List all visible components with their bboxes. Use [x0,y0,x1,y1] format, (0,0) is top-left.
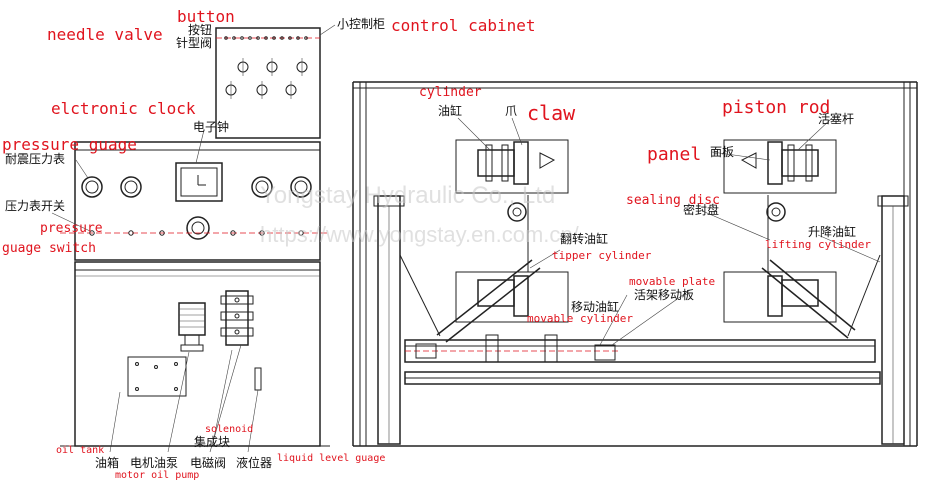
label-liquid-level-gauge: liquid level guage [277,453,385,464]
label-movable-cylinder: movable cylinder [527,312,633,325]
left-claw-cylinder [455,139,569,194]
cn-label-sealing-disc: 密封盘 [683,202,719,217]
press-frame-drawing [352,81,918,447]
cn-label-piston-rod: 活塞杆 [818,111,854,126]
cn-label-solenoid-valve: 电磁阀 [190,455,226,470]
lifting-cylinder-right [877,195,909,445]
liquid-level-gauge [254,367,262,391]
label-movable-plate: movable plate [629,275,715,288]
label-button: button [177,7,235,26]
cn-label-lifting-cylinder: 升降油缸 [808,224,856,239]
label-piston-rod: piston rod [722,97,830,118]
label-sealing-disc: sealing disc [626,193,720,208]
label-control-cabinet: control cabinet [391,16,536,35]
cn-label-control-cabinet: 小控制柜 [337,17,385,31]
cn-label-oil-tank: 油箱 [95,455,119,470]
cn-label-electronic-clock: 电子钟 [193,119,229,134]
label-solenoid: solenoid [205,424,253,435]
cn-label-manifold: 集成块 [194,434,230,449]
cn-label-pressure-gauge-switch: 压力表开关 [5,199,65,213]
cn-label-button: 按钮 [188,22,212,37]
label-pressure-gauge-switch-1: pressure [40,221,103,236]
cn-label-panel: 面板 [710,145,734,159]
label-pressure-gauge-switch-2: guage switch [2,241,96,256]
motor-oil-pump [178,302,206,352]
label-oil-tank: oil tank [56,445,104,456]
label-lifting-cylinder: lifting cylinder [765,238,871,251]
label-claw: claw [527,101,576,125]
lower-left-claw [455,271,569,323]
watermark-url: https://www.yongstay.en.com.cn/ [260,222,580,247]
solenoid-valve-manifold [220,290,254,346]
needle-valves [225,58,308,99]
label-pressure-gauge: pressure guage [2,135,137,154]
cn-label-liquid-level-gauge: 液位器 [236,455,272,470]
right-claw-cylinder [723,139,837,194]
cn-label-movable-plate: 活架移动板 [634,288,694,302]
cn-label-tipper-cylinder: 翻转油缸 [560,231,608,246]
watermark-company: Yongstay Hydraulic Co., Ltd [260,182,555,209]
cn-label-needle-valve: 针型阀 [176,35,212,50]
label-tipper-cylinder: tipper cylinder [552,249,652,262]
cn-label-cylinder: 油缸 [438,103,462,118]
tipper-cylinder-right [761,254,881,339]
cn-label-motor-oil-pump: 电机油泵 [130,456,178,470]
oil-tank [127,356,187,397]
pressure-gauges [81,176,312,198]
label-cylinder: cylinder [419,85,482,100]
label-motor-oil-pump: motor oil pump [115,470,199,480]
movable-plate [404,334,876,363]
lifting-cylinder-left [373,195,405,445]
label-electronic-clock: elctronic clock [51,99,196,118]
gauge-switches [89,230,304,236]
label-panel: panel [647,144,701,165]
electronic-clock [175,162,223,202]
sealing-disc-left [507,202,527,222]
cn-label-pressure-gauge: 耐震压力表 [5,152,65,166]
control-cabinet-drawing [51,24,336,453]
cn-label-claw: 爪 [505,104,517,118]
tipper-cylinder-left [399,254,541,343]
sealing-disc-right [766,202,786,222]
label-needle-valve: needle valve [47,25,163,44]
cn-label-movable-cylinder: 移动油缸 [571,299,619,314]
lower-right-claw [723,271,837,323]
button-row [224,36,308,40]
